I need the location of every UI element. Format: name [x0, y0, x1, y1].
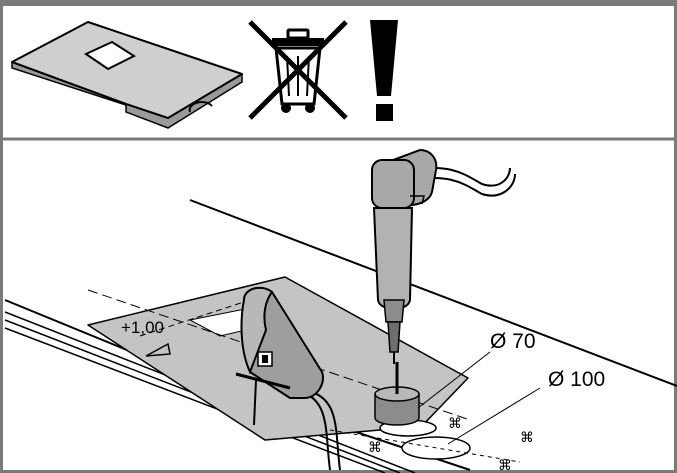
anchor-mark: ⌘	[368, 440, 382, 456]
power-drill	[371, 148, 516, 364]
anchor-mark: ⌘	[520, 430, 534, 446]
diameter-100-label: Ø 100	[548, 368, 605, 391]
template-offset-label: +1,00	[121, 318, 164, 337]
diameter-70-label: Ø 70	[490, 330, 536, 353]
crossed-out-wheelie-bin-icon	[248, 20, 348, 120]
mounting-template-icon	[11, 21, 243, 129]
drill-hole-markings: ⌘ ⌘ ⌘ ⌘	[329, 416, 534, 473]
callouts: Ø 70 Ø 100	[417, 330, 605, 445]
anchor-mark: ⌘	[448, 416, 462, 432]
exclamation-warning-icon	[370, 20, 398, 121]
anchor-mark: ⌘	[498, 458, 512, 473]
hole-saw	[374, 362, 420, 426]
jigsaw	[235, 286, 341, 471]
